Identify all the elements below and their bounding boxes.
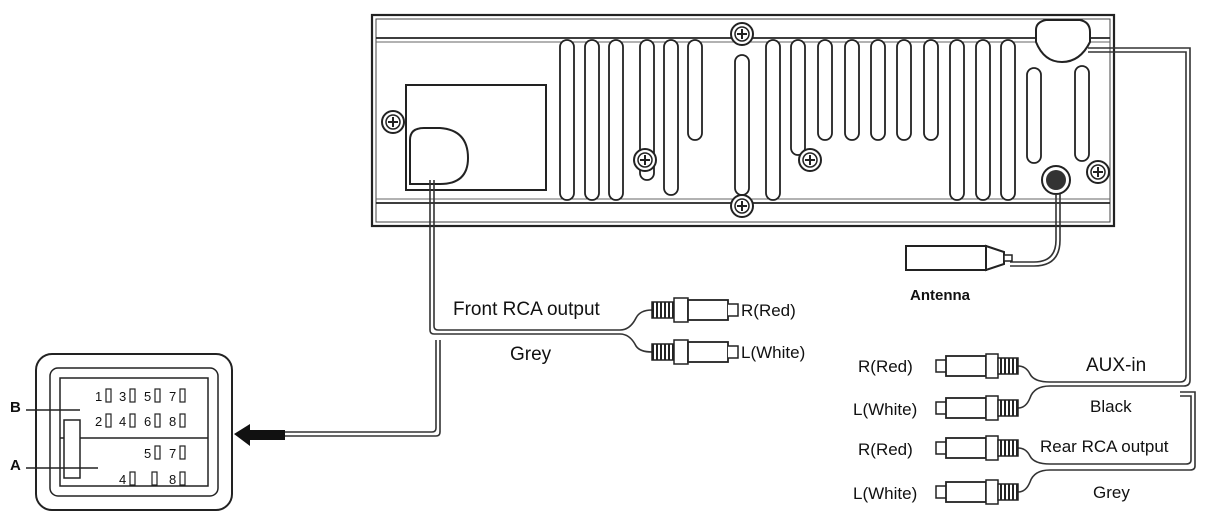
- aux-rear-cable-exit: [1035, 19, 1091, 64]
- wires: [285, 47, 1196, 493]
- iso-connector: [26, 353, 233, 511]
- pin-b-5: 5: [144, 389, 152, 404]
- rear-rca-plugs: [935, 435, 1019, 505]
- pin-a-5: 5: [144, 446, 152, 461]
- antenna-plug: [905, 244, 1013, 272]
- pin-b-2: 2: [95, 414, 103, 429]
- connector-b-label: B: [10, 399, 21, 416]
- pin-b-6: 6: [144, 414, 152, 429]
- aux-black-label: Black: [1090, 397, 1132, 416]
- pin-b-3: 3: [119, 389, 127, 404]
- pin-b-1: 1: [95, 389, 103, 404]
- vent-slots: [559, 39, 1090, 201]
- pin-a-8: 8: [169, 472, 177, 487]
- front-rca-plugs: [651, 297, 739, 365]
- aux-r-red-label: R(Red): [858, 357, 913, 376]
- front-r-red-label: R(Red): [741, 301, 796, 320]
- rear-grey-label: Grey: [1093, 483, 1130, 502]
- front-grey-label: Grey: [510, 344, 552, 365]
- rear-r-red-label: R(Red): [858, 440, 913, 459]
- front-rca-output-label: Front RCA output: [453, 299, 600, 320]
- pin-b-8: 8: [169, 414, 177, 429]
- pin-b-4: 4: [119, 414, 127, 429]
- rear-panel-plate: [405, 84, 547, 191]
- aux-l-white-label: L(White): [853, 400, 918, 419]
- front-l-white-label: L(White): [741, 343, 806, 362]
- antenna-label: Antenna: [910, 287, 970, 304]
- aux-rca-plugs: [935, 353, 1019, 421]
- rear-rca-output-label: Rear RCA output: [1040, 437, 1169, 456]
- pin-b-7: 7: [169, 389, 177, 404]
- aux-in-label: AUX-in: [1086, 355, 1147, 376]
- pin-a-7: 7: [169, 446, 177, 461]
- antenna-socket: [1041, 165, 1071, 195]
- pin-a-4: 4: [119, 472, 127, 487]
- rear-l-white-label: L(White): [853, 484, 918, 503]
- connector-a-label: A: [10, 457, 21, 474]
- connector-arrow: [234, 424, 285, 446]
